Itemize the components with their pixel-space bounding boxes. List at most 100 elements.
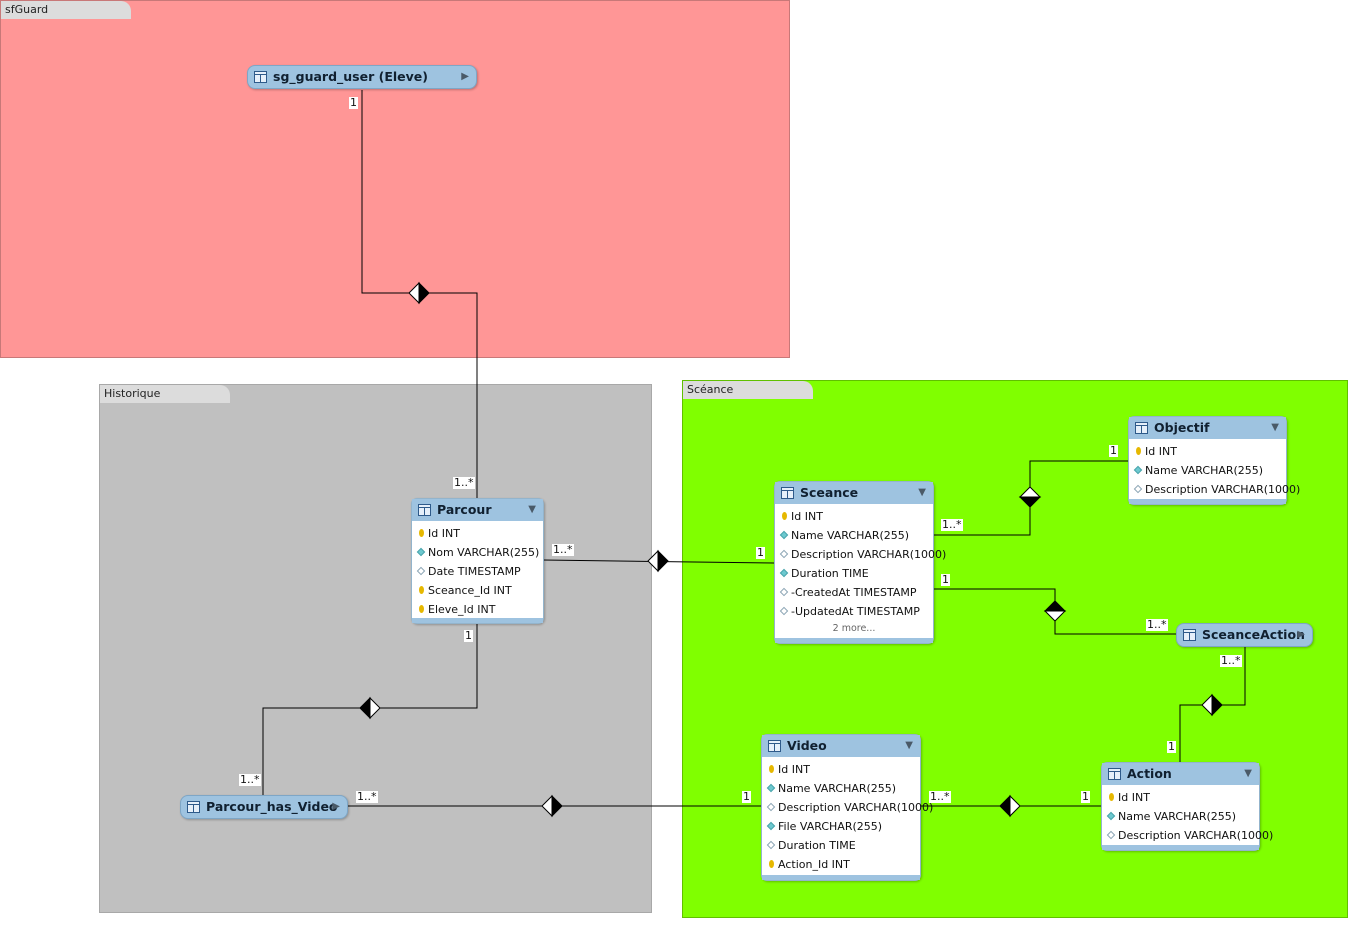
card-label: 1 — [464, 629, 473, 642]
entity-sg-guard-user[interactable]: sg_guard_user (Eleve) ▶ — [247, 65, 477, 89]
card-label: 1..* — [941, 518, 963, 531]
column-text: Id INT — [778, 763, 810, 776]
region-historique-tab: Historique — [100, 385, 230, 403]
collapse-arrow-icon[interactable]: ▼ — [528, 504, 536, 515]
column-row[interactable]: Description VARCHAR(1000) — [1129, 480, 1300, 499]
column-row[interactable]: Description VARCHAR(1000) — [775, 545, 946, 564]
key-icon — [782, 512, 787, 520]
expand-arrow-icon[interactable]: ▶ — [461, 71, 469, 82]
column-row[interactable]: Id INT — [775, 507, 933, 526]
table-icon — [1135, 422, 1148, 434]
column-row[interactable]: Id INT — [1102, 788, 1259, 807]
expand-arrow-icon[interactable]: ▶ — [332, 801, 340, 812]
column-text: Eleve_Id INT — [428, 603, 496, 616]
key-icon — [1109, 793, 1114, 801]
entity-header[interactable]: Objectif ▼ — [1129, 417, 1286, 439]
nullable-diamond-icon — [766, 802, 776, 812]
column-text: Date TIMESTAMP — [428, 565, 521, 578]
column-text: Name VARCHAR(255) — [791, 529, 910, 542]
column-text: Description VARCHAR(1000) — [778, 801, 934, 814]
entity-footer — [412, 618, 543, 623]
region-sfguard-tab: sfGuard — [1, 1, 131, 19]
nullable-diamond-icon — [779, 606, 789, 616]
nullable-diamond-icon — [779, 587, 789, 597]
region-historique[interactable]: Historique — [99, 384, 652, 913]
region-sfguard[interactable]: sfGuard — [0, 0, 790, 358]
column-text: File VARCHAR(255) — [778, 820, 883, 833]
nullable-diamond-icon — [1133, 484, 1143, 494]
expand-arrow-icon[interactable]: ▶ — [1297, 629, 1305, 640]
region-sceance-tab: Scéance — [683, 381, 813, 399]
column-list: Id INT Name VARCHAR(255) Description VARCH… — [775, 504, 946, 621]
column-row[interactable]: Sceance_Id INT — [412, 581, 543, 600]
table-icon — [781, 487, 794, 499]
column-row[interactable]: -CreatedAt TIMESTAMP — [775, 583, 933, 602]
not-null-diamond-icon — [416, 547, 426, 557]
entity-footer — [775, 638, 933, 643]
entity-title: Sceance — [800, 485, 859, 500]
column-text: Description VARCHAR(1000) — [1145, 483, 1301, 496]
column-row[interactable]: Description VARCHAR(1000) — [1102, 826, 1273, 845]
entity-title: Parcour_has_Video — [206, 799, 338, 814]
table-icon — [1108, 768, 1121, 780]
column-row[interactable]: Name VARCHAR(255) — [1129, 461, 1286, 480]
column-row[interactable]: Nom VARCHAR(255) — [412, 543, 543, 562]
column-text: Sceance_Id INT — [428, 584, 512, 597]
not-null-diamond-icon — [1106, 811, 1116, 821]
column-text: Id INT — [1118, 791, 1150, 804]
entity-parcour-has-video[interactable]: Parcour_has_Video ▶ — [180, 795, 348, 819]
entity-action[interactable]: Action ▼ Id INT Name VARCHAR(255) Descript… — [1101, 762, 1273, 851]
entity-sceance[interactable]: Sceance ▼ Id INT Name VARCHAR(255) Descrip… — [774, 481, 946, 644]
entity-header[interactable]: Parcour ▼ — [412, 499, 543, 521]
collapse-arrow-icon[interactable]: ▼ — [1244, 768, 1252, 779]
entity-header[interactable]: Action ▼ — [1102, 763, 1259, 785]
column-row[interactable]: Name VARCHAR(255) — [775, 526, 933, 545]
column-text: Duration TIME — [791, 567, 869, 580]
table-icon — [187, 801, 200, 813]
collapse-arrow-icon[interactable]: ▼ — [918, 487, 926, 498]
column-row[interactable]: Id INT — [762, 760, 920, 779]
card-label: 1..* — [1146, 618, 1168, 631]
card-label: 1 — [742, 790, 751, 803]
card-label: 1..* — [1220, 654, 1242, 667]
column-text: Name VARCHAR(255) — [1118, 810, 1237, 823]
table-icon — [254, 71, 267, 83]
collapse-arrow-icon[interactable]: ▼ — [905, 740, 913, 751]
entity-footer — [1102, 845, 1259, 850]
nullable-diamond-icon — [416, 566, 426, 576]
card-label: 1 — [1109, 444, 1118, 457]
column-row[interactable]: Description VARCHAR(1000) — [762, 798, 933, 817]
column-row[interactable]: Id INT — [412, 524, 543, 543]
column-row[interactable]: Duration TIME — [762, 836, 920, 855]
not-null-diamond-icon — [779, 568, 789, 578]
column-text: Action_Id INT — [778, 858, 850, 871]
column-row[interactable]: Action_Id INT — [762, 855, 920, 874]
card-label: 1..* — [552, 543, 574, 556]
column-row[interactable]: File VARCHAR(255) — [762, 817, 920, 836]
column-row[interactable]: Id INT — [1129, 442, 1286, 461]
column-row[interactable]: Name VARCHAR(255) — [1102, 807, 1259, 826]
column-list: Id INT Name VARCHAR(255) Description VARCH… — [1102, 785, 1273, 845]
column-row[interactable]: -UpdatedAt TIMESTAMP — [775, 602, 933, 621]
more-columns-link[interactable]: 2 more... — [832, 623, 876, 634]
collapse-arrow-icon[interactable]: ▼ — [1271, 422, 1279, 433]
column-row[interactable]: Eleve_Id INT — [412, 600, 543, 619]
entity-header[interactable]: Sceance ▼ — [775, 482, 933, 504]
key-icon — [419, 605, 424, 613]
column-row[interactable]: Name VARCHAR(255) — [762, 779, 920, 798]
card-label: 1..* — [929, 790, 951, 803]
entity-header[interactable]: Video ▼ — [762, 735, 920, 757]
entity-footer — [1129, 499, 1286, 504]
column-list: Id INT Name VARCHAR(255) Description VARCH… — [762, 757, 933, 874]
column-row[interactable]: Duration TIME — [775, 564, 933, 583]
entity-video[interactable]: Video ▼ Id INT Name VARCHAR(255) Descripti… — [761, 734, 933, 881]
card-label: 1 — [1081, 790, 1090, 803]
entity-sceance-action[interactable]: SceanceAction ▶ — [1176, 623, 1313, 647]
entity-title: Objectif — [1154, 420, 1210, 435]
card-label: 1..* — [356, 790, 378, 803]
column-row[interactable]: Date TIMESTAMP — [412, 562, 543, 581]
